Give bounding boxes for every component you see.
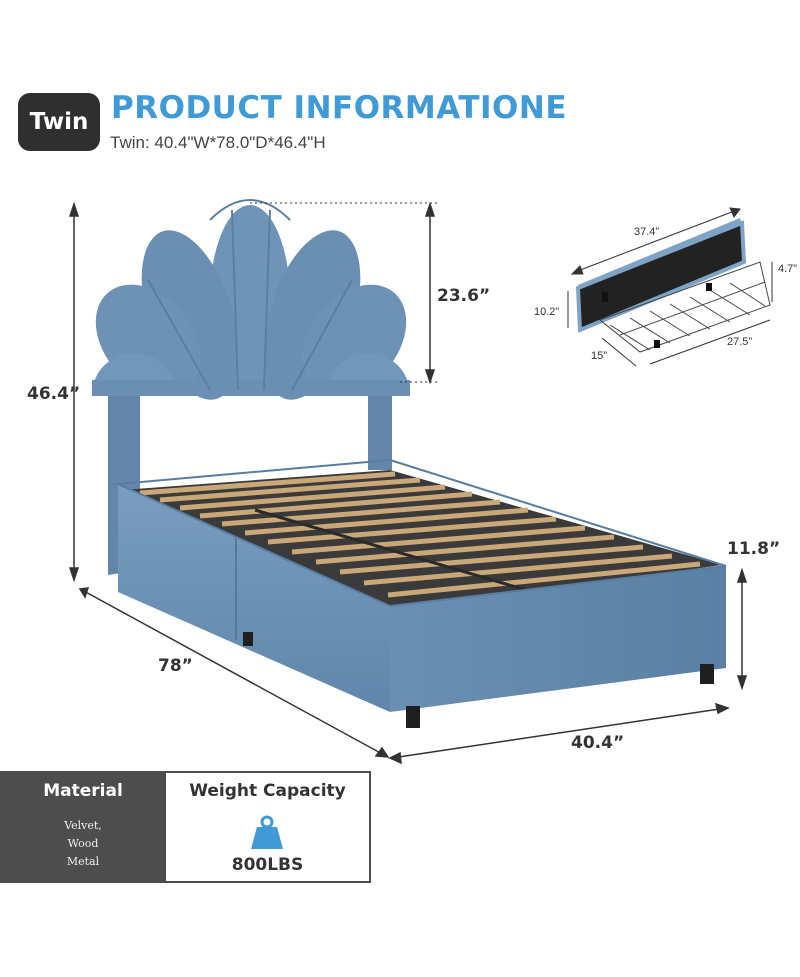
headboard bbox=[92, 199, 410, 575]
weight-icon bbox=[251, 815, 283, 849]
material-line: Wood bbox=[67, 837, 99, 850]
size-subtitle: Twin: 40.4"W*78.0"D*46.4"H bbox=[110, 133, 326, 152]
material-title: Material bbox=[43, 781, 123, 801]
drawer-height-label: 10.2” bbox=[534, 306, 560, 318]
headboard-height-label: 23.6” bbox=[437, 286, 491, 306]
bed-slats bbox=[122, 470, 722, 612]
material-line: Velvet, bbox=[64, 819, 102, 832]
total-height-label: 46.4” bbox=[27, 384, 81, 404]
drawer-illustration bbox=[575, 218, 771, 353]
material-line: Metal bbox=[66, 855, 100, 868]
basket-length-label: 27.5” bbox=[727, 336, 753, 348]
drawer-depth-label: 15” bbox=[591, 350, 607, 362]
weight-capacity-card: Weight Capacity 800LBS bbox=[166, 771, 371, 883]
dimension-lines bbox=[68, 201, 748, 765]
width-label: 40.4” bbox=[571, 733, 625, 753]
page-title: PRODUCT INFORMATIONE bbox=[111, 90, 568, 126]
basket-height-label: 4.7” bbox=[778, 263, 797, 275]
drawer-dimension-lines bbox=[567, 207, 773, 367]
weight-capacity-title: Weight Capacity bbox=[189, 781, 346, 801]
length-label: 78” bbox=[158, 656, 193, 676]
drawer-top-width-label: 37.4” bbox=[634, 226, 660, 238]
bed-frame bbox=[114, 458, 727, 728]
size-badge: Twin bbox=[18, 93, 100, 151]
side-height-label: 11.8” bbox=[727, 539, 781, 559]
weight-capacity-value: 800LBS bbox=[231, 855, 304, 875]
material-card: Material Velvet, Wood Metal bbox=[0, 771, 166, 883]
